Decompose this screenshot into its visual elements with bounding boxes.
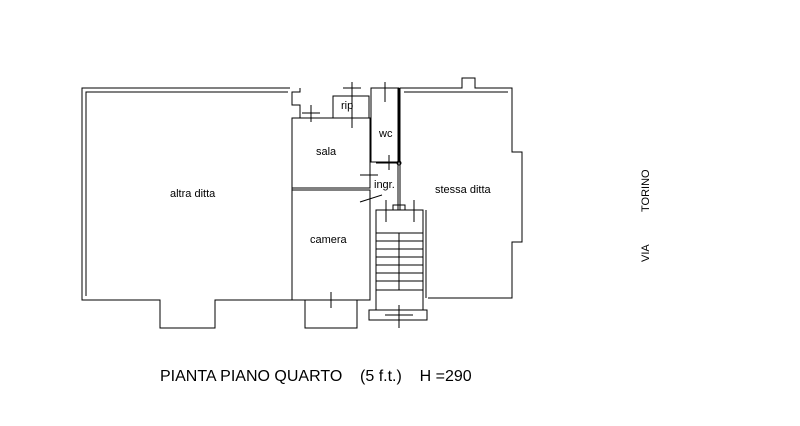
stairs — [368, 200, 428, 328]
altra-ditta-walls — [81, 87, 290, 329]
room-label-altra-ditta: altra ditta — [170, 188, 216, 200]
room-label-camera: camera — [310, 234, 347, 246]
room-label-sala: sala — [316, 146, 337, 158]
stessa-ditta-walls — [400, 77, 523, 299]
plan-title: PIANTA PIANO QUARTO (5 f.t.) H =290 — [160, 368, 472, 385]
room-label-wc: wc — [379, 128, 393, 140]
room-label-rip: rip — [341, 100, 354, 112]
room-label-ingr: ingr. — [374, 179, 395, 191]
room-label-stessa-ditta: stessa ditta — [435, 184, 491, 196]
apartment-walls — [262, 82, 402, 329]
street-label-via: VIA — [640, 244, 652, 262]
street-label-torino: TORINO — [640, 169, 652, 212]
